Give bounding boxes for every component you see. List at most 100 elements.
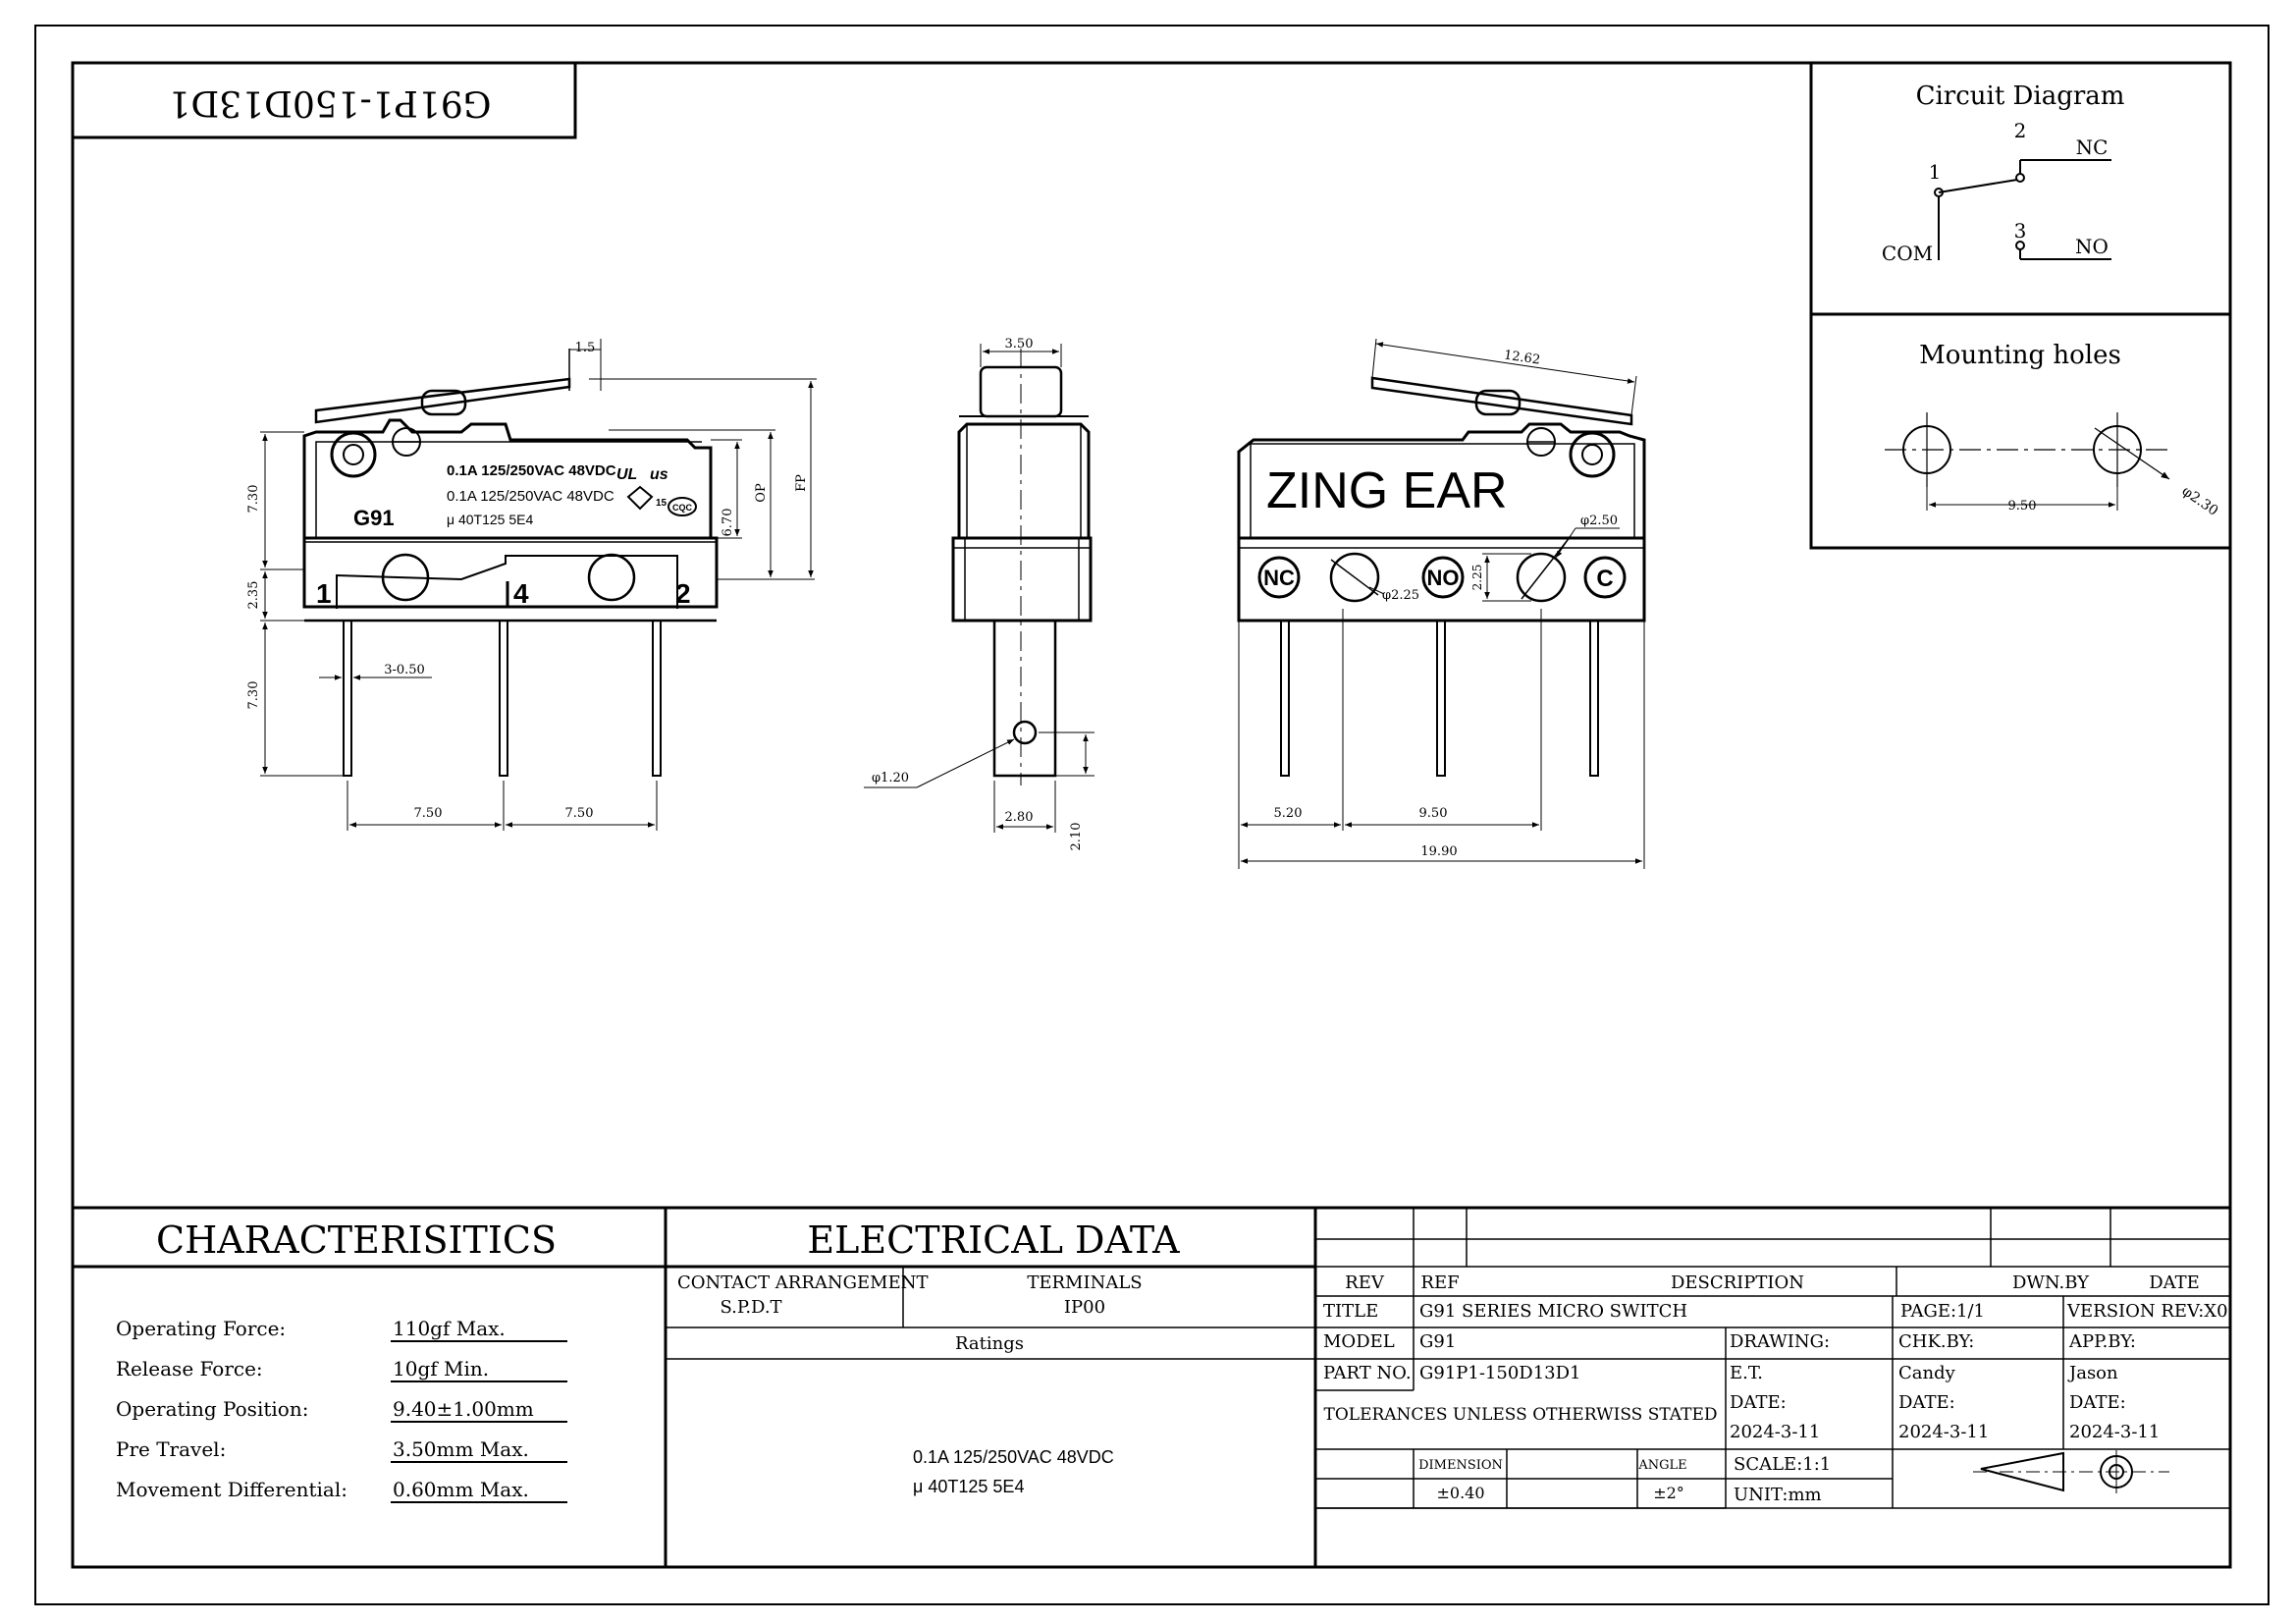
svg-text:UL: UL [616, 466, 637, 483]
part-number-box [71, 61, 577, 139]
char-label-2: Operating Position: [116, 1397, 308, 1421]
tb-date-label-3: DATE: [2069, 1392, 2126, 1413]
projection-symbol-icon [1973, 1450, 2169, 1493]
tb-tolerances: TOLERANCES UNLESS OTHERWISS STATED [1324, 1405, 1718, 1425]
contact-label: CONTACT ARRANGEMENT [677, 1272, 929, 1293]
back-dim-9-50: 9.50 [1419, 806, 1448, 821]
rating-line-2: μ 40T125 5E4 [913, 1477, 1024, 1496]
front-dim-2-35: 2.35 [246, 581, 261, 610]
front-term-1: 1 [316, 578, 332, 609]
mounting-dim-pitch: 9.50 [2008, 499, 2037, 514]
electrical-panel: ELECTRICAL DATA CONTACT ARRANGEMENT S.P.… [666, 1208, 1317, 1567]
char-value-3: 3.50mm Max. [393, 1437, 529, 1461]
back-no-label: NO [1427, 566, 1460, 590]
tb-drawing-label: DRAWING: [1730, 1331, 1830, 1352]
tb-scale: SCALE:1:1 [1734, 1454, 1831, 1475]
ratings-label: Ratings [955, 1333, 1024, 1354]
char-value-4: 0.60mm Max. [393, 1478, 529, 1501]
tb-angle-label: ANGLE [1637, 1458, 1686, 1473]
tb-date: DATE [2149, 1272, 2200, 1293]
front-term-4: 4 [513, 578, 529, 609]
tb-version: VERSION REV:X0 [2066, 1301, 2228, 1322]
tb-date-label-2: DATE: [1898, 1392, 1955, 1413]
tb-page: PAGE:1/1 [1900, 1301, 1985, 1322]
outer-frame [34, 25, 2269, 1605]
front-dim-3-0-50: 3-0.50 [384, 663, 425, 677]
rating-line-1: 0.1A 125/250VAC 48VDC [913, 1447, 1114, 1467]
side-dim-3-50: 3.50 [1005, 337, 1034, 352]
tb-date-value-2: 2024-3-11 [1898, 1422, 1989, 1442]
electrical-title: ELECTRICAL DATA [807, 1218, 1180, 1262]
front-label-line1: 0.1A 125/250VAC 48VDC [447, 462, 616, 479]
front-label-line3: μ 40T125 5E4 [447, 512, 533, 527]
front-view: 0.1A 125/250VAC 48VDC 0.1A 125/250VAC 48… [246, 339, 817, 831]
circuit-num-3: 3 [2014, 219, 2027, 243]
back-dim-2-25: 2.25 [1470, 565, 1484, 591]
front-dim-op: OP [754, 483, 769, 503]
circuit-num-1: 1 [1929, 160, 1942, 184]
side-view: 3.50 φ1.20 2.80 2.10 [864, 337, 1095, 850]
circuit-com: COM [1882, 242, 1933, 265]
tb-date-value-1: 2024-3-11 [1730, 1422, 1820, 1442]
back-dim-5-20: 5.20 [1274, 806, 1303, 821]
circuit-nc: NC [2076, 135, 2109, 159]
char-value-0: 110gf Max. [393, 1317, 506, 1340]
tb-drawing-value: E.T. [1730, 1363, 1763, 1383]
front-dim-7-30-bottom: 7.30 [246, 681, 261, 710]
side-dim-1-20: φ1.20 [872, 771, 909, 785]
tb-model-value: G91 [1419, 1331, 1456, 1352]
tb-chk-label: CHK.BY: [1898, 1331, 1974, 1352]
tb-ref: REF [1420, 1272, 1459, 1293]
char-value-1: 10gf Min. [393, 1357, 489, 1380]
front-dim-lever: 1.5 [575, 341, 596, 355]
tb-rev: REV [1345, 1272, 1385, 1293]
tb-description: DESCRIPTION [1671, 1272, 1804, 1293]
char-label-4: Movement Differential: [116, 1478, 347, 1501]
char-label-1: Release Force: [116, 1357, 263, 1380]
front-dim-6-70: 6.70 [721, 509, 735, 537]
circuit-title: Circuit Diagram [1916, 81, 2125, 111]
tb-date-value-3: 2024-3-11 [2069, 1422, 2160, 1442]
back-view: ZING EAR NC NO C 12.62 φ2.50 φ2.25 2.25 [1237, 338, 1646, 869]
terminals-label: TERMINALS [1027, 1272, 1142, 1293]
circuit-diagram: Circuit Diagram 2 NC 1 COM 3 NO [1809, 61, 2232, 550]
front-label-line2: 0.1A 125/250VAC 48VDC [447, 488, 614, 505]
back-brand: ZING EAR [1266, 462, 1508, 519]
back-dim-2-25-dia: φ2.25 [1382, 588, 1419, 603]
approval-marks-icon: UL us 15 CQC [616, 466, 697, 516]
tb-model-label: MODEL [1323, 1331, 1395, 1352]
mounting-holes: Mounting holes φ2.30 9.50 [1885, 341, 2220, 519]
char-label-3: Pre Travel: [116, 1437, 226, 1461]
contact-value: S.P.D.T [720, 1297, 781, 1318]
mounting-title: Mounting holes [1919, 341, 2121, 370]
tb-date-label-1: DATE: [1730, 1392, 1787, 1413]
tb-app-label: APP.BY: [2068, 1331, 2136, 1352]
circuit-no: NO [2075, 235, 2109, 258]
tb-dwn-by: DWN.BY [2012, 1272, 2090, 1293]
front-term-2: 2 [675, 578, 691, 609]
tb-title-value: G91 SERIES MICRO SWITCH [1419, 1301, 1687, 1322]
inner-frame [71, 61, 2232, 1569]
mounting-dim-dia: φ2.30 [2179, 483, 2221, 519]
tb-part-label: PART NO. [1323, 1363, 1412, 1383]
side-dim-2-80: 2.80 [1005, 810, 1034, 825]
back-dim-12-62: 12.62 [1503, 348, 1541, 367]
front-model: G91 [353, 506, 395, 530]
back-dim-19-90: 19.90 [1420, 844, 1457, 859]
terminals-value: IP00 [1064, 1297, 1105, 1318]
characteristics-rows: Operating Force: 110gf Max. Release Forc… [116, 1317, 567, 1503]
tb-part-value: G91P1-150D13D1 [1419, 1363, 1581, 1383]
tb-app-value: Jason [2067, 1363, 2118, 1383]
front-dim-7-50-left: 7.50 [414, 806, 443, 821]
tb-dimension-value: ±0.40 [1436, 1484, 1484, 1502]
tb-title-label: TITLE [1323, 1301, 1378, 1322]
char-value-2: 9.40±1.00mm [393, 1397, 534, 1421]
front-dim-fp: FP [794, 474, 809, 492]
tb-dimension-label: DIMENSION [1418, 1458, 1503, 1473]
char-label-0: Operating Force: [116, 1317, 286, 1340]
front-dim-7-30-top: 7.30 [246, 485, 261, 514]
front-dim-7-50-right: 7.50 [565, 806, 594, 821]
back-c-label: C [1596, 566, 1613, 592]
characteristics-title: CHARACTERISITICS [156, 1218, 557, 1262]
